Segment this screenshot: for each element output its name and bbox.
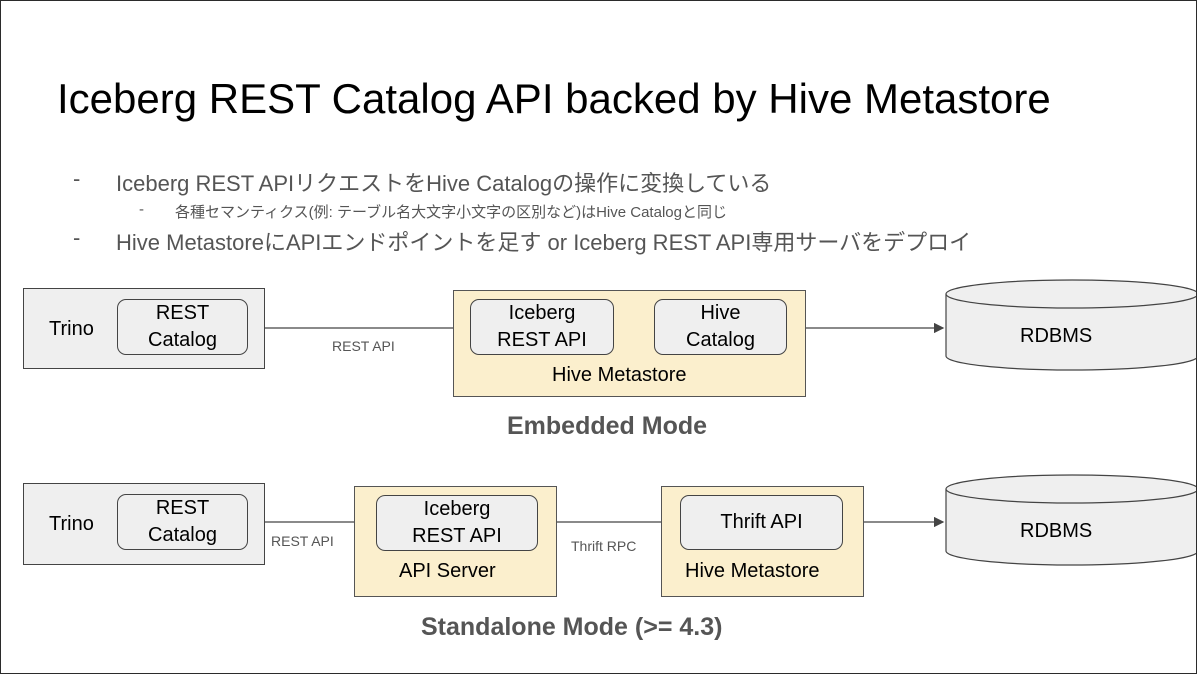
api-server-label: API Server xyxy=(399,560,496,582)
iceberg-rest-api-box: Iceberg REST API xyxy=(376,495,538,551)
bullet-dash: - xyxy=(73,166,81,191)
rest-catalog-line2: Catalog xyxy=(148,524,217,546)
hive-metastore-label: Hive Metastore xyxy=(552,364,687,386)
iceberg-line2: REST API xyxy=(497,329,587,351)
iceberg-line1: Iceberg xyxy=(508,302,576,324)
rdbms-label: RDBMS xyxy=(1020,325,1093,347)
rdbms-label: RDBMS xyxy=(1020,520,1093,542)
embedded-mode-label: Embedded Mode xyxy=(507,412,708,440)
slide-title: Iceberg REST Catalog API backed by Hive … xyxy=(57,75,1051,122)
trino-label: Trino xyxy=(49,318,94,340)
rest-catalog-box: REST Catalog xyxy=(117,494,248,550)
standalone-mode-label: Standalone Mode (>= 4.3) xyxy=(421,613,723,641)
hive-metastore-label: Hive Metastore xyxy=(685,560,820,582)
edge-label-rest-api: REST API xyxy=(332,338,395,354)
hive-catalog-line1: Hive xyxy=(700,302,741,324)
rest-catalog-line2: Catalog xyxy=(148,329,217,351)
rest-catalog-box: REST Catalog xyxy=(117,299,248,355)
bullet-dash: - xyxy=(139,201,144,218)
iceberg-line2: REST API xyxy=(412,525,502,547)
hive-catalog-line2: Catalog xyxy=(686,329,755,351)
rdbms-cylinder-embedded xyxy=(945,279,1196,371)
hive-catalog-box: Hive Catalog xyxy=(654,299,787,355)
rdbms-cylinder-standalone xyxy=(945,474,1196,566)
edge-label-rest-api: REST API xyxy=(271,533,334,549)
trino-label: Trino xyxy=(49,513,94,535)
edge-label-thrift-rpc: Thrift RPC xyxy=(571,538,637,554)
iceberg-line1: Iceberg xyxy=(423,498,491,520)
thrift-api-label: Thrift API xyxy=(720,511,803,533)
bullet-text: Iceberg REST APIリクエストをHive Catalogの操作に変換… xyxy=(116,171,772,196)
iceberg-rest-api-box: Iceberg REST API xyxy=(470,299,614,355)
rest-catalog-line1: REST xyxy=(155,497,210,519)
thrift-api-box: Thrift API xyxy=(680,495,843,550)
bullet-text: 各種セマンティクス(例: テーブル名大文字小文字の区別など)はHive Cata… xyxy=(175,204,727,221)
rest-catalog-line1: REST xyxy=(155,302,210,324)
bullet-text: Hive MetastoreにAPIエンドポイントを足す or Iceberg … xyxy=(116,230,972,255)
bullet-dash: - xyxy=(73,225,81,250)
